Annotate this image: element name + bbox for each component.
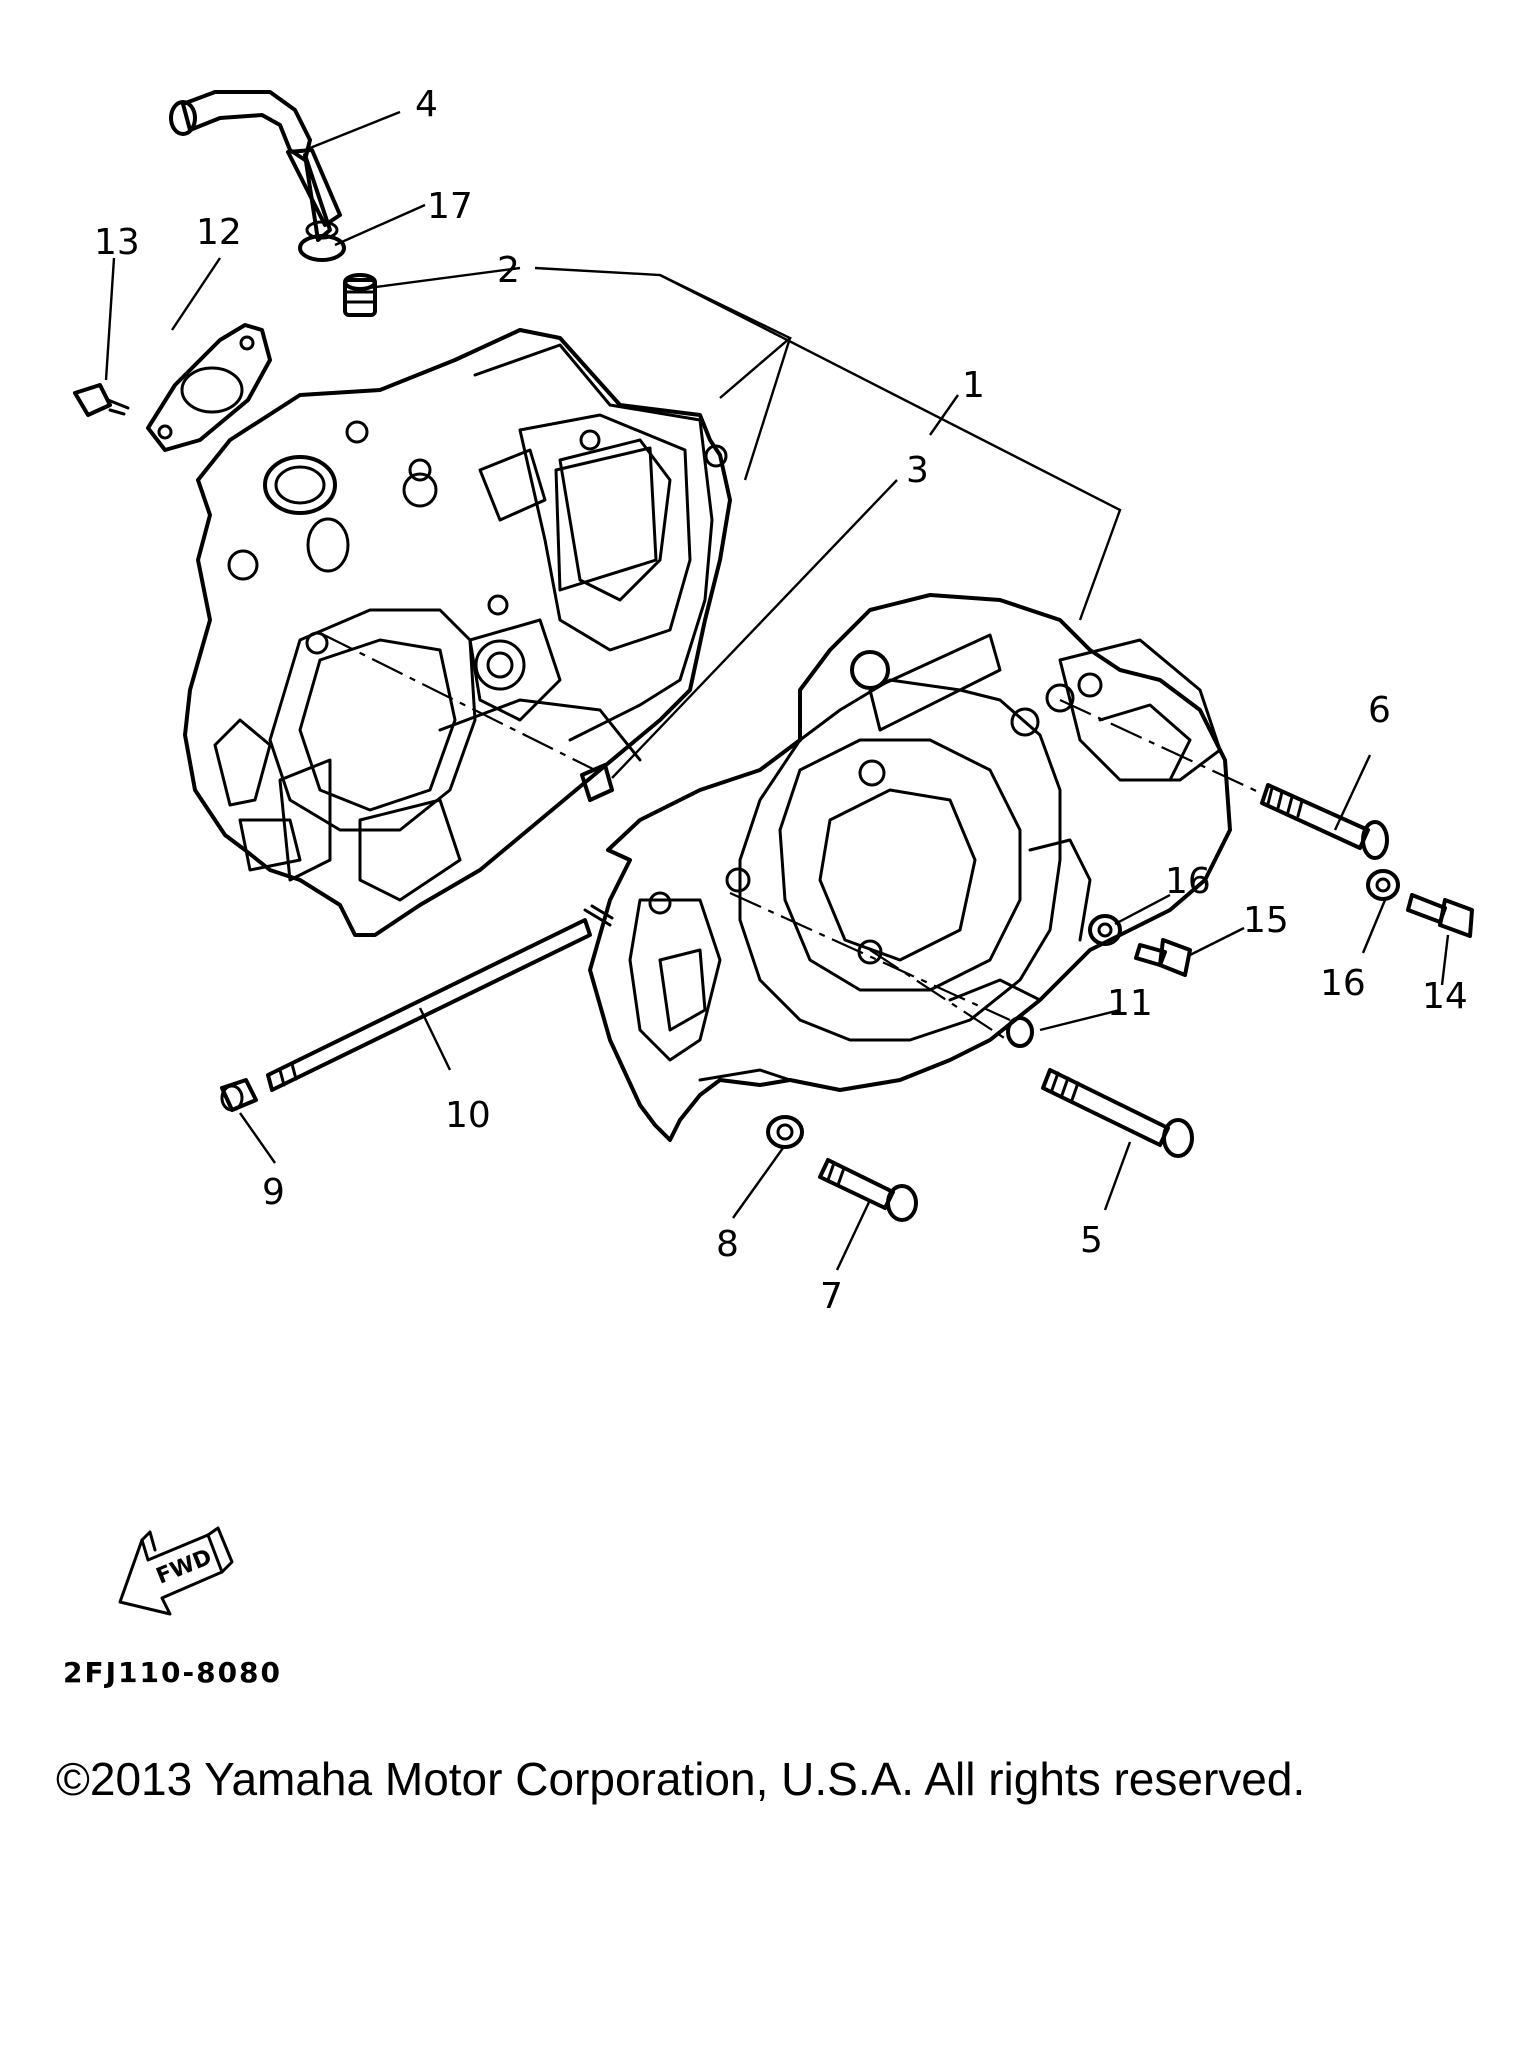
bolt-15	[1134, 938, 1192, 977]
dowel-pin-3	[580, 763, 614, 802]
callout-2: 2	[497, 250, 520, 291]
hose-clamp-17	[298, 234, 346, 262]
leader-lines	[104, 110, 1450, 1271]
callout-6: 6	[1368, 690, 1391, 731]
bolt-13	[73, 383, 130, 417]
left-crankcase-half	[183, 328, 732, 937]
callout-16a: 16	[1165, 861, 1211, 902]
callout-10: 10	[445, 1095, 491, 1136]
alignment-lines	[321, 633, 1266, 1046]
gasket-12	[146, 323, 272, 452]
callout-11: 11	[1107, 983, 1153, 1024]
dowel-pin-9	[220, 1078, 258, 1112]
bolt-7	[818, 1158, 918, 1222]
washer-16-right	[1366, 869, 1400, 901]
callout-5: 5	[1080, 1220, 1103, 1261]
callout-15: 15	[1243, 900, 1289, 941]
callout-7: 7	[820, 1276, 843, 1317]
callout-4: 4	[415, 84, 438, 125]
callout-8: 8	[716, 1224, 739, 1265]
bolt-14	[1406, 893, 1474, 938]
callout-1: 1	[962, 365, 985, 406]
callout-13: 13	[94, 222, 140, 263]
callout-16b: 16	[1320, 963, 1366, 1004]
o-ring-11	[1006, 1016, 1034, 1048]
copyright-notice: ©2013 Yamaha Motor Corporation, U.S.A. A…	[56, 1753, 1306, 1805]
nut-8	[766, 1115, 804, 1149]
callout-labels: 1 2 3 4 5 6 7 8 9 10 11 12 13 14 15 16 1…	[94, 84, 1468, 1317]
right-crankcase-half	[588, 593, 1232, 1142]
bolt-6	[1260, 783, 1389, 860]
diagram-code: 2FJ110-8080	[63, 1656, 282, 1689]
callout-9: 9	[262, 1172, 285, 1213]
washer-16-left	[1088, 914, 1122, 946]
fwd-label: FWD	[153, 1545, 216, 1590]
fwd-arrow-icon: FWD	[118, 1526, 234, 1616]
callout-17: 17	[427, 186, 473, 227]
bolt-5	[1041, 1068, 1194, 1158]
stud-bolt-10	[266, 904, 614, 1092]
callout-3: 3	[906, 450, 929, 491]
callout-14: 14	[1422, 976, 1468, 1017]
callout-12: 12	[196, 212, 242, 253]
breather-fitting-2	[343, 273, 377, 317]
